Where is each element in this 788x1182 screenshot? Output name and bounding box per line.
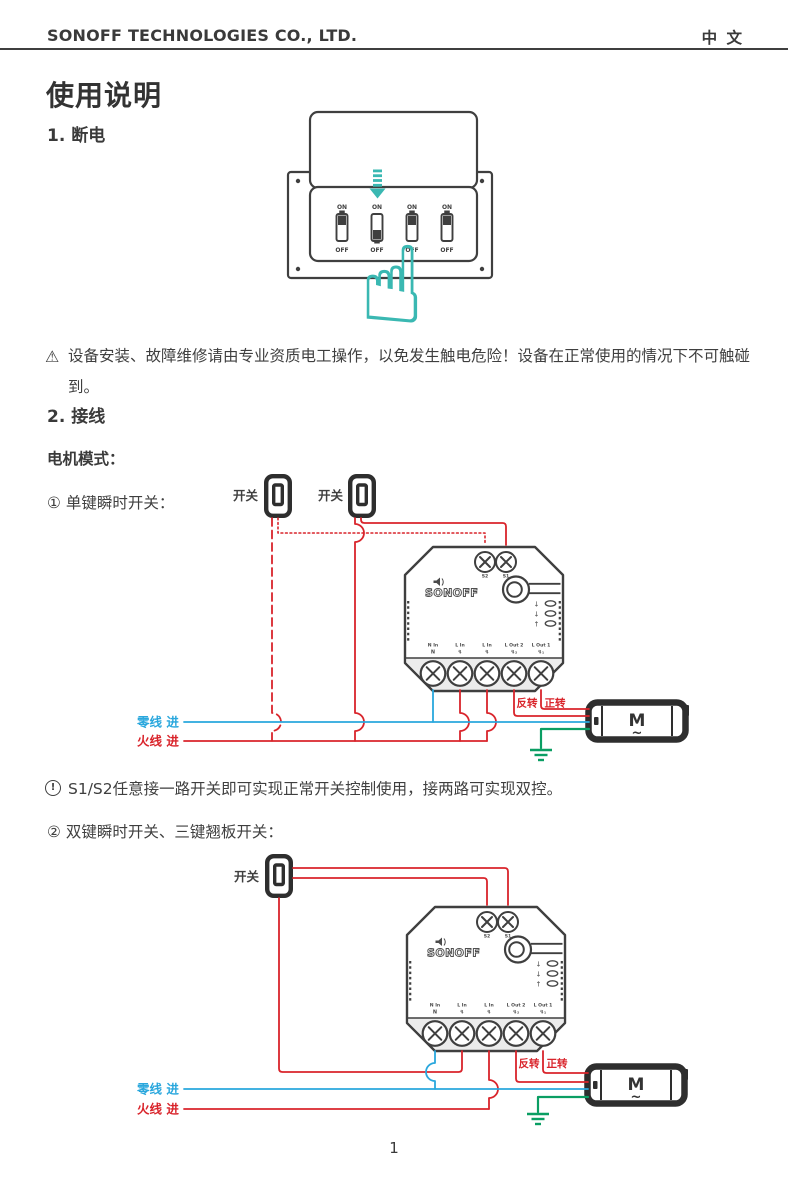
breaker-cover [308,110,479,190]
breaker-switch-3: ON OFF [405,204,418,254]
wall-switch-3 [267,856,291,896]
wire-lout1-forward [540,689,590,710]
off-label: OFF [370,247,383,254]
page-number: 1 [389,1139,399,1157]
breaker-switch-panel [308,185,479,263]
wire-switch1-live-dashed [271,517,282,742]
breaker-switch-4: ON OFF [440,204,453,254]
language-label: 中 文 [701,29,744,47]
press-arrow-icon [369,169,386,199]
motor-2 [588,1067,689,1106]
wire-lout2-reverse [513,689,590,717]
company-name: SONOFF TECHNOLOGIES CO., LTD. [47,26,358,45]
on-label: ON [337,204,347,211]
sonoff-module-1 [403,545,565,693]
wire-lin1-riser [459,689,470,742]
figure1-diagram: 开关 开关 零线 进 火线 进 反转 正转 [136,476,690,762]
figure2-caption: ② 双键瞬时开关、三键翘板开关： [47,823,283,841]
header-divider [0,48,788,50]
exclamation-circle-icon: ! [45,780,61,796]
on-label: ON [442,204,452,211]
wire-switch1-s2-dotted [277,517,486,546]
panel-screw [295,266,301,272]
toggle-cap [338,215,346,225]
toggle-tab [409,210,415,215]
wire-ground [539,727,591,750]
on-label: ON [407,204,417,211]
wire-lin2-riser-2 [488,1050,499,1110]
wall-switch-1 [266,476,290,516]
warning-text: 设备安装、故障维修请由专业资质电工操作，以免发生触电危险！设备在正常使用的情况下… [68,347,751,396]
toggle-tab [374,240,380,244]
step2-heading: 2. 接线 [47,407,106,427]
neutral-in-label-2: 零线 进 [136,1082,179,1097]
step1-heading: 1. 断电 [47,126,106,146]
sonoff-module-2 [405,905,567,1053]
switch-label-2: 开关 [318,488,344,503]
hand-icon: ☝ [360,224,425,347]
switch-label-3: 开关 [234,869,260,884]
panel-screw [295,178,301,184]
page-header: SONOFF TECHNOLOGIES CO., LTD. 中 文 [47,26,744,48]
toggle-cap [408,215,416,225]
toggle-cap [373,230,381,240]
wire-lin2-riser [486,689,497,742]
wire-nin-riser-2 [425,1050,436,1090]
reverse-label-2: 反转 [519,1057,540,1070]
motor-1 [589,703,690,742]
toggle-tab [444,210,450,215]
ground-symbol-2 [526,1112,550,1126]
off-label: OFF [405,247,418,254]
tip-text: S1/S2任意接一路开关即可实现正常开关控制使用，接两路可实现双控。 [68,780,563,798]
wire-switch3-s2 [292,877,488,906]
warning-triangle-icon: ⚠ [45,347,60,366]
wire-ground-2 [536,1095,590,1114]
wire-switch3-lin [278,897,463,1073]
panel-screw [479,178,485,184]
off-label: OFF [335,247,348,254]
live-in-label: 火线 进 [137,734,179,749]
doc-title: 使用说明 [46,79,163,112]
wire-switch2-s1 [360,517,507,546]
wire-lout2-reverse-2 [515,1050,589,1083]
wire-switch2-live [354,517,365,742]
breaker-switch-1: ON OFF [335,204,348,254]
ground-symbol-1 [529,748,553,762]
toggle-tab [339,210,345,215]
off-label: OFF [440,247,453,254]
forward-label: 正转 [545,697,566,710]
figure2-diagram: 开关 零线 进 火线 进 反转 正转 [136,856,689,1126]
wall-switch-2 [350,476,374,516]
warning-note: ⚠ 设备安装、故障维修请由专业资质电工操作，以免发生触电危险！设备在正常使用的情… [45,341,760,403]
forward-label-2: 正转 [547,1057,568,1070]
switch-label-1: 开关 [233,488,259,503]
on-label: ON [372,204,382,211]
toggle-cap [443,215,451,225]
neutral-in-label: 零线 进 [136,715,179,730]
live-in-label-2: 火线 进 [137,1102,179,1117]
breaker-switch-2: ON OFF [370,204,383,254]
wire-lout1-forward-2 [542,1050,589,1074]
reverse-label: 反转 [517,697,538,710]
panel-screw [479,266,485,272]
breaker-illustration: ON OFF ON OFF ON OFF [286,110,494,348]
tip-note: ! S1/S2任意接一路开关即可实现正常开关控制使用，接两路可实现双控。 [45,777,562,799]
motor-mode-label: 电机模式： [47,450,125,468]
wire-switch3-s1 [292,867,509,906]
figure1-caption: ① 单键瞬时开关： [47,494,175,512]
